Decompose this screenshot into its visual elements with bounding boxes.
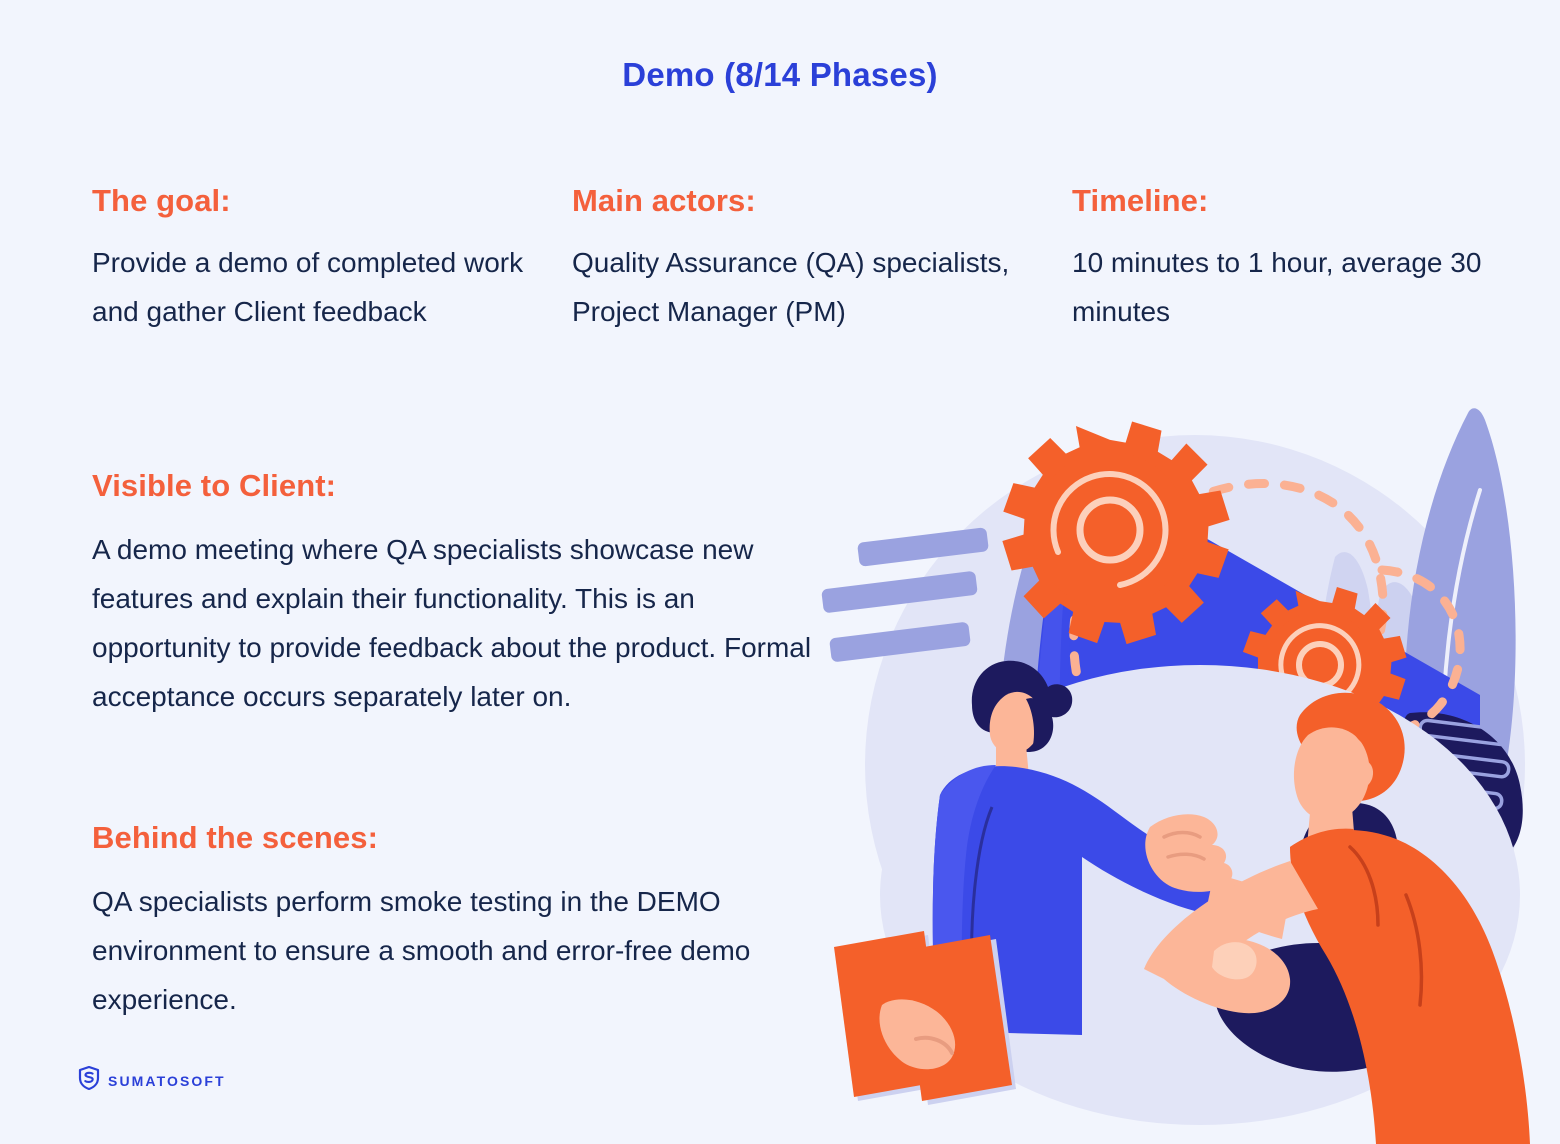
section-behind-the-scenes-heading: Behind the scenes: — [92, 820, 379, 855]
section-visible-to-client-body: A demo meeting where QA specialists show… — [92, 534, 812, 712]
section-main-actors-heading: Main actors: — [572, 183, 756, 218]
logo-wordmark: SUMATOSOFT — [108, 1072, 226, 1089]
section-timeline-heading: Timeline: — [1072, 183, 1209, 218]
top-columns: The goal: Provide a demo of completed wo… — [92, 185, 1512, 336]
section-visible-to-client: Visible to Client: A demo meeting where … — [92, 470, 832, 721]
gear-large — [1002, 421, 1230, 645]
section-timeline-body: 10 minutes to 1 hour, average 30 minutes — [1072, 247, 1482, 327]
page-title: Demo (8/14 Phases) — [622, 56, 938, 93]
motion-lines — [821, 527, 989, 662]
section-main-actors-body: Quality Assurance (QA) specialists, Proj… — [572, 247, 1010, 327]
section-visible-to-client-heading: Visible to Client: — [92, 468, 337, 503]
section-timeline: Timeline: 10 minutes to 1 hour, average … — [1072, 185, 1492, 336]
section-goal-heading: The goal: — [92, 183, 231, 218]
sumatosoft-logo: SUMATOSOFT — [78, 1065, 226, 1095]
section-behind-the-scenes: Behind the scenes: QA specialists perfor… — [92, 822, 832, 1024]
illustration-megaphone-team — [820, 395, 1560, 1144]
section-behind-the-scenes-body: QA specialists perform smoke testing in … — [92, 886, 751, 1015]
shield-s-icon — [78, 1065, 100, 1095]
section-goal-body: Provide a demo of completed work and gat… — [92, 247, 524, 327]
section-main-actors: Main actors: Quality Assurance (QA) spec… — [572, 185, 1072, 336]
section-goal: The goal: Provide a demo of completed wo… — [92, 185, 572, 336]
person-orange — [1144, 692, 1530, 1144]
